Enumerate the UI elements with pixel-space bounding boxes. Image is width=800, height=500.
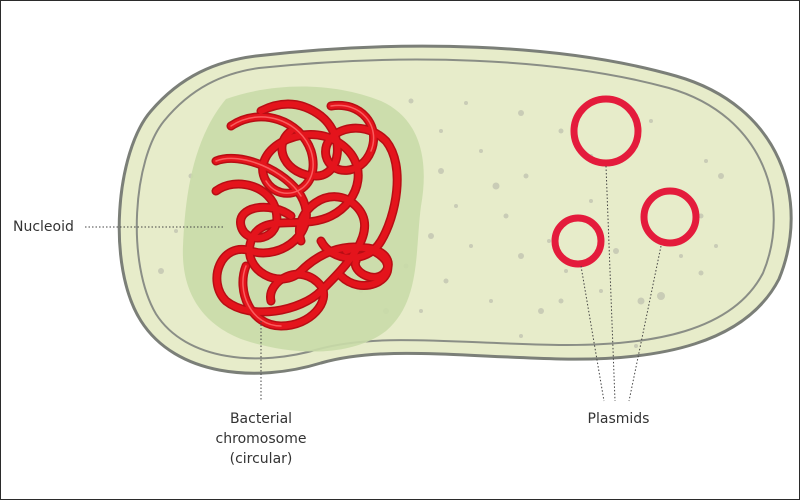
leader-lines [85,165,662,402]
plasmids-label: Plasmids [587,411,650,427]
cell-membrane [135,58,775,360]
plasmid-leader-1 [605,165,616,402]
chromosome-label-line2: chromosome [215,431,307,447]
nucleoid-label: Nucleoid [13,219,74,235]
plasmid-large [570,95,642,167]
bacterial-chromosome [211,99,402,331]
plasmids [551,95,700,268]
ribosome-speckles [158,98,724,348]
chromosome-label-line3: (circular) [229,451,293,467]
plasmid-left [551,214,605,268]
chromosome-label-line1: Bacterial [229,411,293,427]
chromosome-label: Bacterial chromosome (circular) [191,409,331,469]
plasmid-right [640,187,700,247]
